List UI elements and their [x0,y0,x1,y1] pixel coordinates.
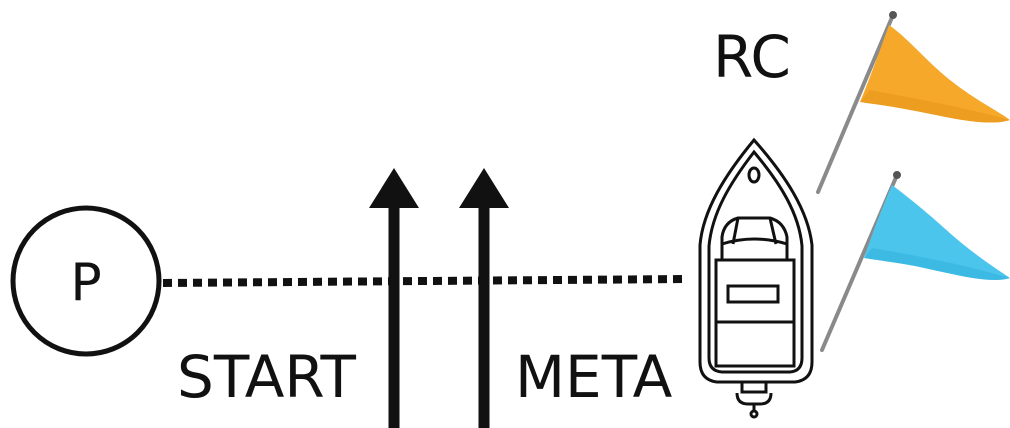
pin-label: P [70,253,101,313]
orange-flag-icon [818,11,1010,192]
committee-boat-icon [700,140,812,417]
up-arrow-icon [369,168,419,428]
finish-label: META [515,343,673,411]
pin-buoy-icon: P [13,208,159,354]
start-label: START [177,343,356,411]
blue-flag-icon [822,171,1010,350]
up-arrow-icon [459,168,509,428]
committee-label: RC [713,23,791,91]
start-finish-line [163,279,688,283]
